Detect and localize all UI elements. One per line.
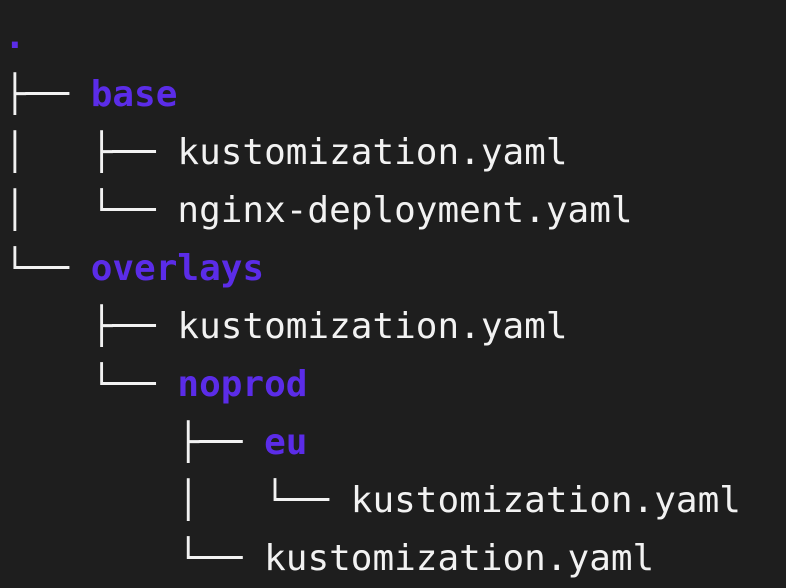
tree-line: .	[4, 8, 786, 66]
tree-directory-name[interactable]: noprod	[177, 364, 308, 405]
tree-branch-glyph: └──	[4, 538, 265, 579]
tree-line: └── kustomization.yaml	[4, 530, 786, 588]
tree-line: └── noprod	[4, 356, 786, 414]
tree-branch-glyph: └──	[4, 364, 178, 405]
tree-line: ├── eu	[4, 414, 786, 472]
tree-branch-glyph: └──	[4, 248, 91, 289]
tree-directory-name[interactable]: base	[90, 74, 178, 115]
tree-line: ├── kustomization.yaml	[4, 298, 786, 356]
tree-file-name[interactable]: kustomization.yaml	[350, 480, 741, 521]
tree-line: │ ├── kustomization.yaml	[4, 124, 786, 182]
tree-branch-glyph: ├──	[4, 306, 178, 347]
tree-branch-glyph: │ └──	[4, 480, 351, 521]
tree-branch-glyph: ├──	[4, 422, 265, 463]
tree-line: │ └── nginx-deployment.yaml	[4, 182, 786, 240]
tree-branch-glyph: │ └──	[4, 190, 178, 231]
tree-line: └── overlays	[4, 240, 786, 298]
tree-directory-name[interactable]: overlays	[90, 248, 265, 289]
tree-directory-name[interactable]: eu	[264, 422, 308, 463]
tree-line: ├── base	[4, 66, 786, 124]
tree-directory-name[interactable]: .	[4, 16, 26, 57]
tree-file-name[interactable]: kustomization.yaml	[177, 306, 568, 347]
tree-line: │ └── kustomization.yaml	[4, 472, 786, 530]
tree-branch-glyph: │ ├──	[4, 132, 178, 173]
tree-output: .├── base│ ├── kustomization.yaml│ └── n…	[4, 8, 786, 588]
tree-file-name[interactable]: kustomization.yaml	[264, 538, 655, 579]
tree-file-name[interactable]: kustomization.yaml	[177, 132, 568, 173]
tree-file-name[interactable]: nginx-deployment.yaml	[177, 190, 633, 231]
tree-branch-glyph: ├──	[4, 74, 91, 115]
